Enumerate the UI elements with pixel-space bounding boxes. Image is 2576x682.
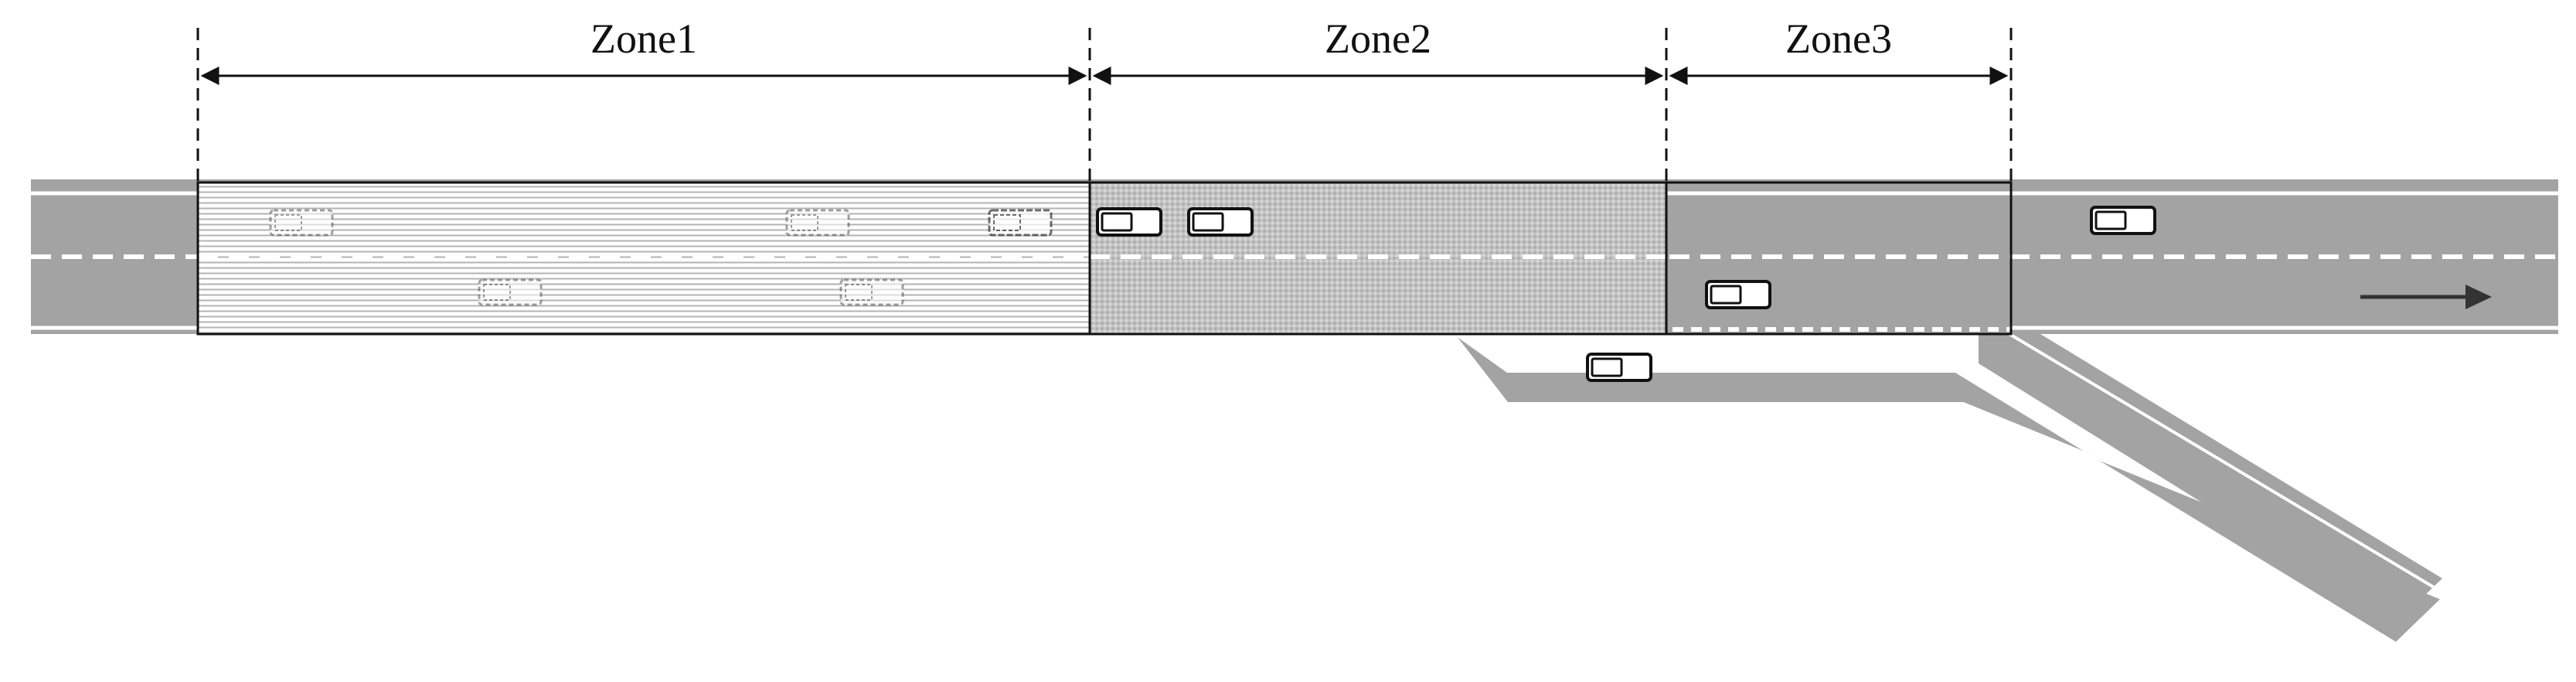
zone2-label: Zone2: [1325, 15, 1431, 62]
ramp-taper: [1453, 334, 2442, 642]
zone1-label: Zone1: [590, 15, 697, 62]
zone-boundary-guides: [196, 28, 2013, 182]
car-icon: [839, 278, 904, 306]
car-icon: [1187, 207, 1254, 237]
zone2-region: [1090, 182, 1666, 334]
car-icon: [2090, 206, 2156, 235]
ramp-diagonal-lane: [1979, 334, 2442, 623]
vehicles: [269, 206, 2156, 382]
ramp-edge-upper: [2008, 332, 2444, 594]
car-icon: [1096, 207, 1162, 237]
car-icon: [988, 209, 1053, 237]
zone1-region: [198, 182, 1090, 334]
zone3-box: [1665, 181, 2013, 336]
car-icon: [1705, 280, 1771, 309]
car-icon: [1586, 353, 1652, 382]
zone3-label: Zone3: [1785, 15, 1892, 62]
zone-labels: Zone1 Zone2 Zone3: [590, 15, 1892, 62]
car-icon: [785, 209, 850, 237]
zone-boxes: [196, 181, 2013, 336]
car-icon: [478, 278, 543, 306]
car-icon: [269, 209, 334, 237]
ramp-lane: [1979, 332, 2444, 623]
right-arrow-icon: [2360, 285, 2492, 309]
